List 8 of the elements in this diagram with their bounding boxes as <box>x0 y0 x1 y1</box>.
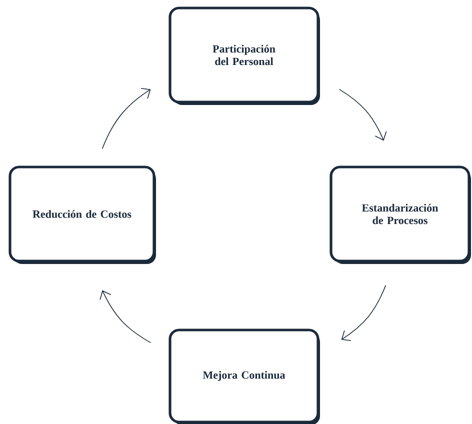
process-box: Estandarización de Procesos <box>330 166 471 264</box>
arrow <box>100 290 152 344</box>
arrow <box>102 88 151 150</box>
process-box: Participación del Personal <box>168 6 320 105</box>
process-box: Reducción de Costos <box>8 166 156 264</box>
process-box: Mejora Continua <box>168 328 320 424</box>
arrow <box>338 88 387 141</box>
arrow <box>341 284 386 342</box>
